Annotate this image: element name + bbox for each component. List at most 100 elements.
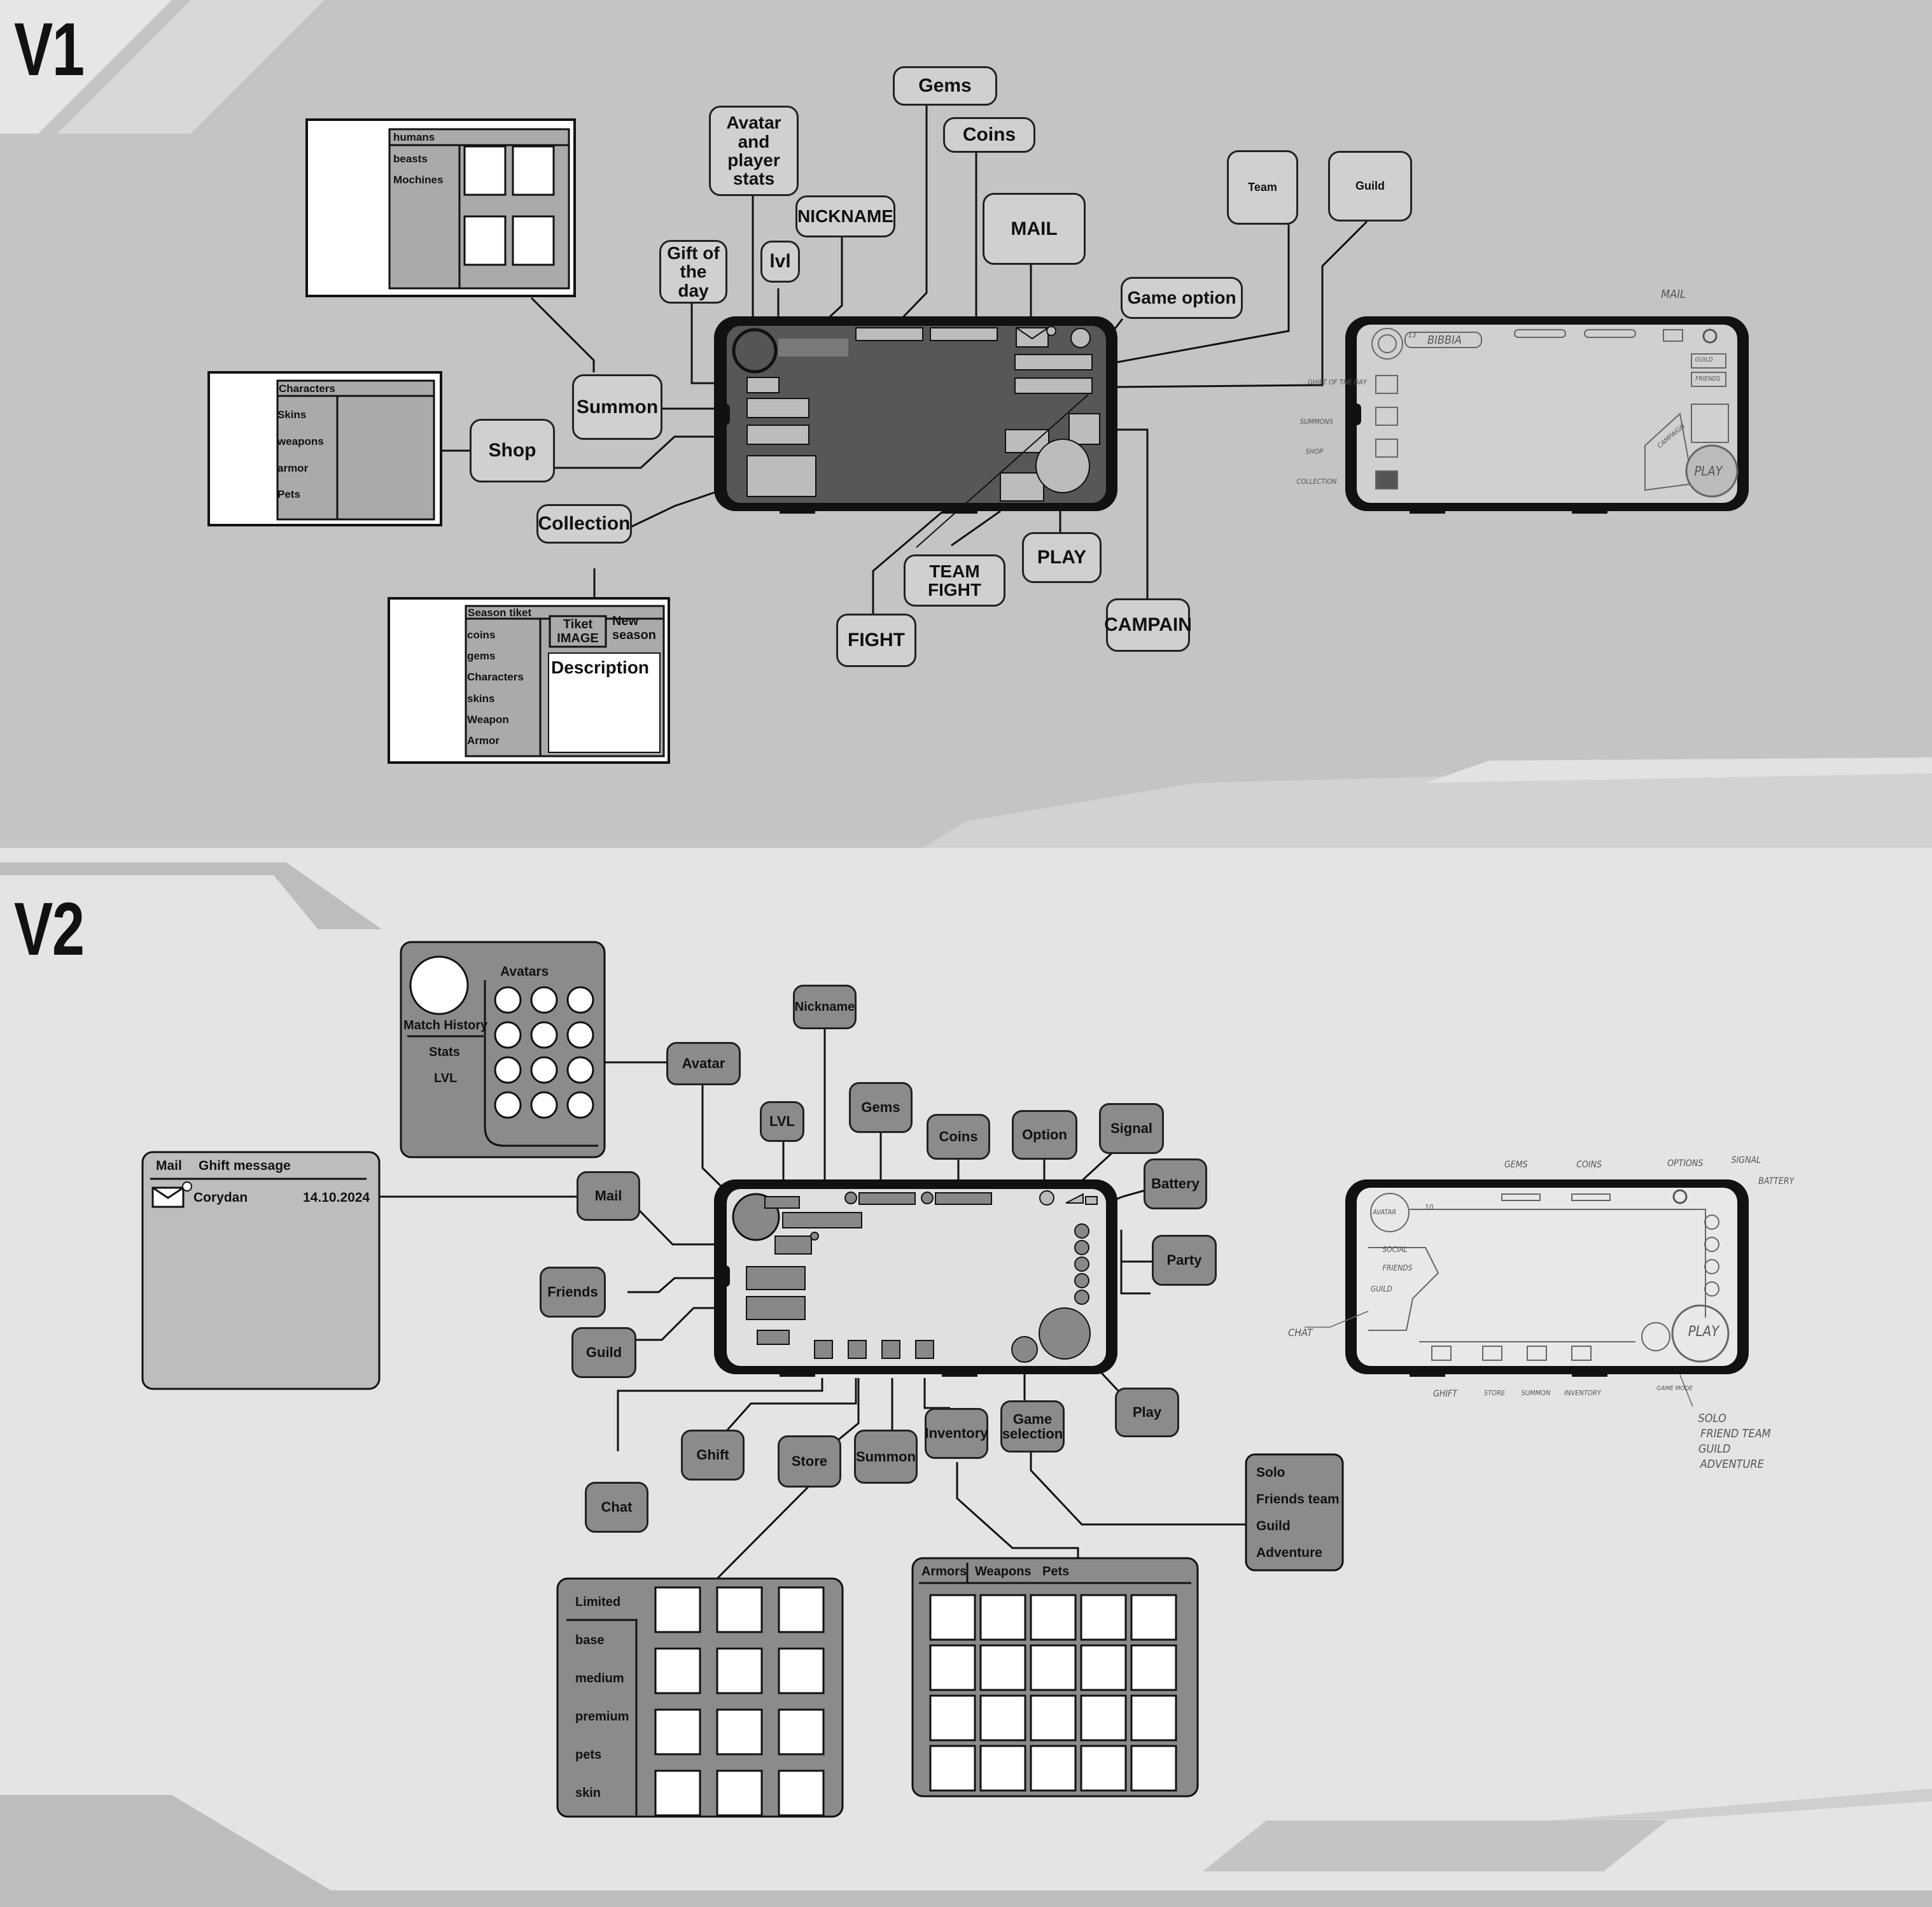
v1-collection-item: Armor bbox=[467, 735, 500, 747]
v1-mail-label: MAIL bbox=[983, 193, 1086, 265]
v1-fight-label: FIGHT bbox=[836, 614, 916, 667]
v1-collection-label: Collection bbox=[536, 504, 632, 544]
v1-sketch-left-label: SHOP bbox=[1305, 447, 1324, 456]
v2-avatar-menu-item: Match History bbox=[403, 1018, 488, 1032]
v2-lvl-label: LVL bbox=[760, 1101, 804, 1142]
v1-avatar-slot bbox=[732, 328, 778, 374]
v1-sketch-play: PLAY bbox=[1694, 463, 1723, 479]
v2-store-item: base bbox=[575, 1633, 605, 1647]
v1-campaign-slot bbox=[1068, 413, 1100, 445]
v2-party-label: Party bbox=[1152, 1235, 1217, 1286]
v2-avatar-label: Avatar bbox=[666, 1042, 741, 1085]
inventory-slot bbox=[1130, 1694, 1177, 1742]
v2-sketch-top-label: GEMS bbox=[1504, 1160, 1528, 1170]
v2-store-item: premium bbox=[575, 1710, 629, 1724]
v1-team-slot bbox=[1014, 354, 1093, 370]
store-slot bbox=[778, 1708, 825, 1756]
v1-phone bbox=[714, 316, 1117, 548]
v2-battery-label: Battery bbox=[1144, 1158, 1207, 1209]
v2-avatar-panel bbox=[400, 941, 606, 1158]
v2-inventory-panel bbox=[911, 1557, 1199, 1798]
v2-sketch-bottom-label: GAME MODE bbox=[1656, 1385, 1693, 1392]
v2-sketch-mode: FRIEND TEAM bbox=[1700, 1427, 1771, 1440]
v2-sketch-top-label: SIGNAL bbox=[1731, 1155, 1761, 1165]
store-slot bbox=[654, 1770, 701, 1817]
v1-bottom-stripe bbox=[923, 764, 1932, 848]
v1-summon-slot bbox=[746, 398, 809, 418]
v1-gems-slot bbox=[855, 327, 923, 341]
v2-coins-slot bbox=[935, 1192, 992, 1205]
v2-mail-panel bbox=[141, 1151, 381, 1390]
v2-bottom-accent bbox=[1203, 1820, 1667, 1871]
v1-collection-item: Characters bbox=[467, 671, 524, 683]
v1-lvl-label: lvl bbox=[760, 241, 800, 283]
store-slot bbox=[778, 1586, 825, 1633]
v1-coins-slot bbox=[930, 327, 998, 341]
v1-collection-slot bbox=[746, 455, 816, 497]
inventory-slot bbox=[1030, 1745, 1077, 1792]
v2-play-label: Play bbox=[1115, 1388, 1179, 1437]
v2-avatar-menu-item: Stats bbox=[429, 1045, 460, 1059]
store-slot bbox=[778, 1647, 825, 1694]
v2-store-item: skin bbox=[575, 1786, 601, 1800]
inventory-slot bbox=[1080, 1694, 1127, 1742]
v2-guild-slot bbox=[746, 1296, 806, 1320]
v2-store-item: Limited bbox=[575, 1595, 621, 1609]
v1-avatar-stats-label: Avatar and player stats bbox=[709, 106, 799, 196]
v2-nickname-slot bbox=[782, 1212, 862, 1228]
v2-option-label: Option bbox=[1012, 1110, 1077, 1160]
avatar-option bbox=[494, 1056, 522, 1084]
v2-sketch-mode: SOLO bbox=[1698, 1412, 1726, 1425]
v1-option-icon bbox=[1070, 328, 1091, 348]
v1-shop-label: Shop bbox=[470, 419, 555, 482]
v2-gems-slot bbox=[858, 1192, 916, 1205]
v1-play-slot bbox=[1035, 439, 1090, 493]
v2-option-slot bbox=[1039, 1190, 1054, 1206]
v2-chat-label: Chat bbox=[585, 1482, 648, 1533]
v1-summon-item: humans bbox=[393, 131, 435, 143]
avatar-option bbox=[566, 1021, 594, 1049]
v1-heading: V1 bbox=[14, 8, 85, 92]
v2-game-mode: Adventure bbox=[1256, 1545, 1322, 1560]
v2-sketch-guild: GUILD bbox=[1370, 1284, 1392, 1293]
inventory-slot bbox=[929, 1745, 976, 1792]
inventory-slot bbox=[1080, 1745, 1127, 1792]
v2-friends-label: Friends bbox=[540, 1267, 606, 1318]
v2-coins-label: Coins bbox=[927, 1114, 990, 1160]
avatar-option bbox=[494, 1021, 522, 1049]
v2-inventory-tab: Weapons bbox=[975, 1565, 1032, 1579]
v2-sketch-lvl: 10 bbox=[1424, 1203, 1434, 1212]
inventory-slot bbox=[979, 1644, 1026, 1691]
v2-sketch-top-label: BATTERY bbox=[1758, 1176, 1795, 1186]
v2-sketch-bottom-label: INVENTORY bbox=[1564, 1389, 1601, 1397]
store-slot bbox=[654, 1586, 701, 1633]
v1-summon-item: Mochines bbox=[393, 174, 444, 186]
v2-ghift-label: Ghift bbox=[681, 1430, 745, 1481]
store-slot bbox=[654, 1647, 701, 1694]
v2-inventory-tab: Pets bbox=[1042, 1565, 1070, 1579]
inventory-slot bbox=[1030, 1644, 1077, 1691]
avatar-option bbox=[566, 1056, 594, 1084]
v2-mail-slot bbox=[774, 1235, 812, 1255]
v1-gems-label: Gems bbox=[893, 66, 997, 106]
v2-sketch-phone bbox=[1305, 1179, 1749, 1407]
v2-sketch-bottom-label: GHIFT bbox=[1433, 1389, 1458, 1399]
v2-chat-slot bbox=[757, 1330, 790, 1345]
v1-corner-stripe bbox=[57, 0, 325, 134]
v1-lvl-slot bbox=[746, 377, 780, 393]
v1-shop-item: armor bbox=[277, 462, 309, 474]
v1-sketch-mail: MAIL bbox=[1661, 288, 1686, 301]
v2-sketch-top-label: COINS bbox=[1576, 1160, 1602, 1170]
store-slot bbox=[778, 1770, 825, 1817]
v1-guild-label: Guild bbox=[1328, 151, 1412, 222]
v2-game-mode-panel bbox=[1245, 1453, 1344, 1572]
v2-play-slot bbox=[1039, 1307, 1091, 1360]
v2-inventory-tab: Armors bbox=[921, 1565, 967, 1579]
avatar-option bbox=[530, 1091, 558, 1119]
v1-collection-panel bbox=[388, 597, 670, 764]
v2-lvl-slot bbox=[764, 1196, 800, 1209]
v1-collection-item: skins bbox=[467, 693, 495, 705]
v1-game-option-label: Game option bbox=[1121, 277, 1243, 319]
v1-team-fight-slot bbox=[1000, 472, 1044, 502]
